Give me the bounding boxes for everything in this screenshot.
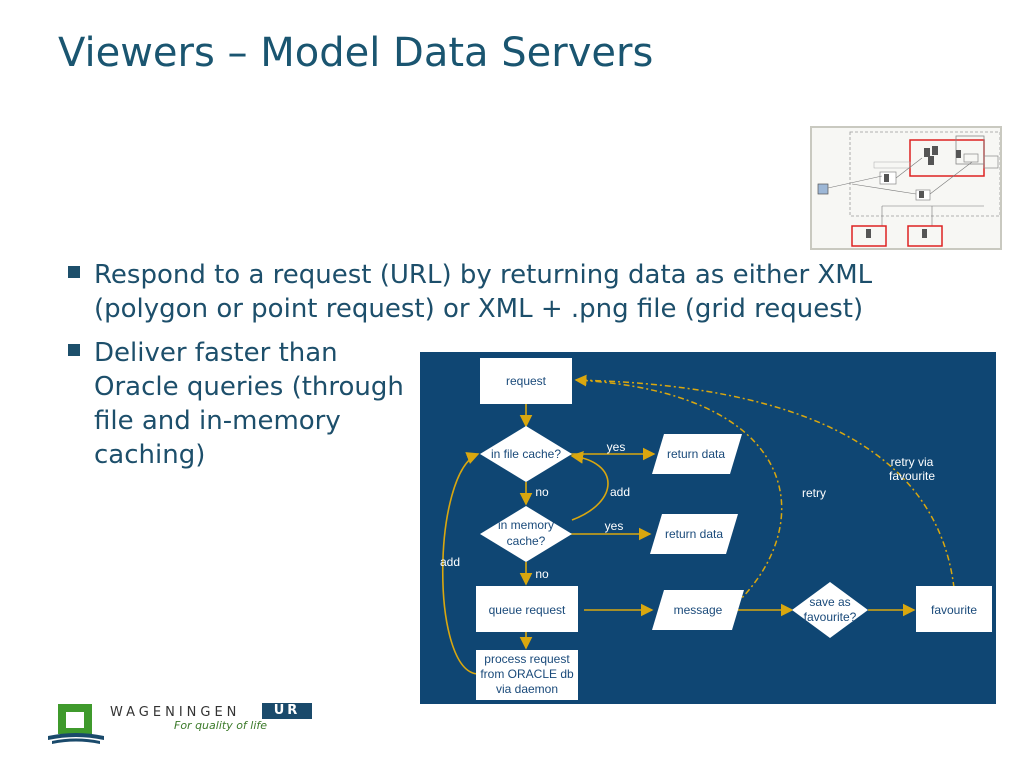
node-return-data-1: return data: [667, 447, 725, 461]
bullet-item: Deliver faster than Oracle queries (thro…: [66, 336, 424, 472]
node-process-request-line1: process request: [484, 652, 570, 666]
logo-mark-icon: [48, 704, 104, 744]
edge-label-retry-via-favourite-line2: favourite: [889, 469, 935, 483]
edge-label-yes: yes: [605, 519, 624, 533]
node-queue-request: queue request: [489, 603, 566, 617]
logo-brand-text: WAGENINGEN: [110, 705, 241, 720]
caching-flowchart: request in file cache? in memory cache? …: [420, 352, 996, 704]
node-favourite: favourite: [931, 603, 977, 617]
wageningen-ur-logo: WAGENINGEN UR For quality of life: [46, 700, 326, 750]
node-process-request-line2: from ORACLE db: [480, 667, 574, 681]
architecture-diagram-thumbnail: [810, 126, 1002, 250]
node-save-as-favourite-line1: save as: [809, 595, 850, 609]
edge-label-no: no: [535, 567, 549, 581]
node-save-as-favourite-line2: favourite?: [804, 610, 857, 624]
architecture-diagram-image: [812, 128, 1000, 248]
bullet-text: Respond to a request (URL) by returning …: [94, 260, 873, 324]
bullet-square-icon: [68, 266, 80, 278]
node-return-data-2: return data: [665, 527, 723, 541]
edge-label-add: add: [440, 555, 460, 569]
node-in-memory-cache-line2: cache?: [507, 534, 546, 548]
bullet-text: Deliver faster than Oracle queries (thro…: [94, 338, 404, 470]
edge-label-yes: yes: [607, 440, 626, 454]
node-request: request: [506, 374, 547, 388]
edge-label-retry-via-favourite-line1: retry via: [891, 455, 934, 469]
bullet-square-icon: [68, 344, 80, 356]
node-process-request-line3: via daemon: [496, 682, 558, 696]
bullet-item: Respond to a request (URL) by returning …: [66, 258, 974, 326]
logo-tagline: For quality of life: [174, 719, 268, 732]
node-in-file-cache: in file cache?: [491, 447, 561, 461]
edge-label-retry: retry: [802, 486, 826, 500]
node-message: message: [674, 603, 723, 617]
edge-label-no: no: [535, 485, 549, 499]
bullet-list: Respond to a request (URL) by returning …: [66, 258, 974, 472]
edge-label-add: add: [610, 485, 630, 499]
logo-ur-badge: UR: [262, 703, 312, 719]
slide-title: Viewers – Model Data Servers: [58, 30, 654, 76]
node-in-memory-cache-line1: in memory: [498, 518, 554, 532]
